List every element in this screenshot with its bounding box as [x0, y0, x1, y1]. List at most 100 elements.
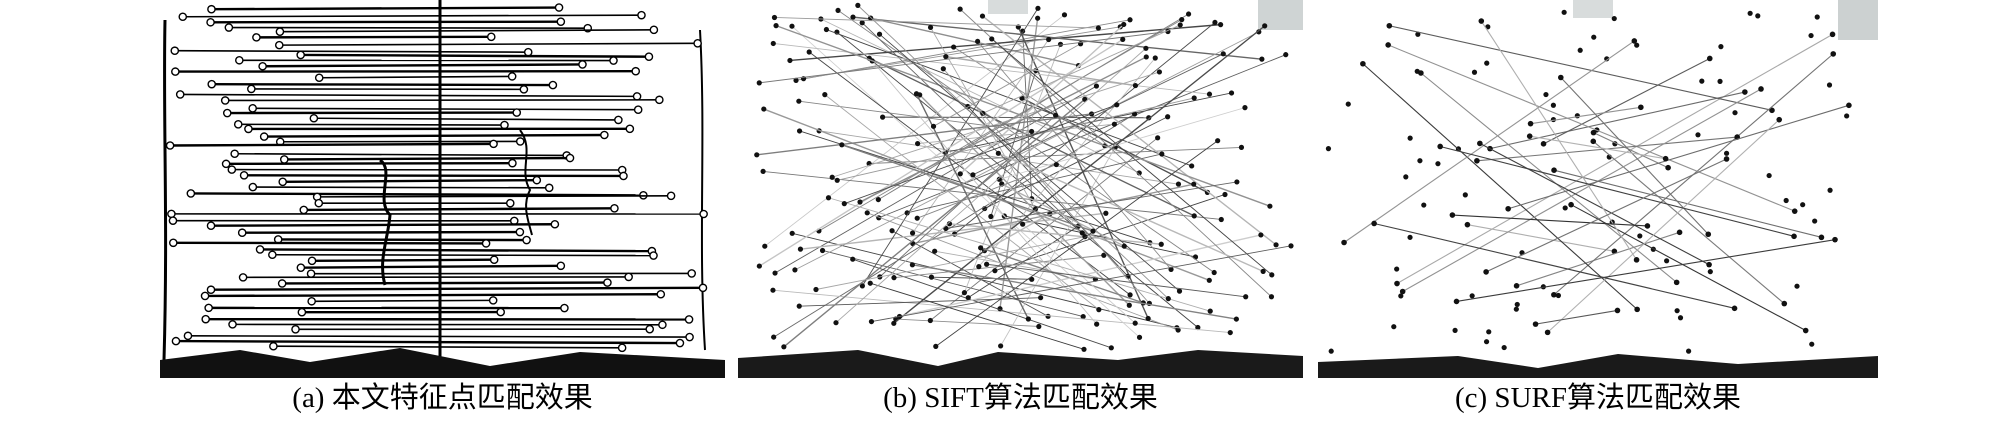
keypoint: [868, 318, 875, 325]
keypoint: [992, 268, 998, 274]
keypoint: [1551, 291, 1557, 298]
keypoint: [1686, 348, 1692, 354]
keypoint: [519, 85, 529, 94]
keypoint: [1591, 34, 1597, 40]
match-line: [917, 123, 1115, 145]
keypoint: [1020, 221, 1026, 227]
keypoint: [1218, 216, 1224, 223]
keypoint: [314, 198, 324, 208]
keypoint: [204, 303, 213, 313]
match-line: [999, 107, 1246, 180]
keypoint: [1846, 102, 1852, 109]
keypoint: [1505, 205, 1511, 212]
keypoint: [1676, 229, 1683, 236]
keypoint: [1093, 83, 1100, 89]
keypoint: [1053, 161, 1059, 168]
keypoint: [833, 320, 839, 326]
keypoint: [1386, 22, 1393, 29]
keypoint: [532, 175, 542, 185]
keypoint: [995, 150, 1001, 156]
contour-left: [378, 158, 392, 286]
match-line: [273, 345, 623, 349]
keypoint: [1179, 17, 1185, 23]
bottom-dark-region: [160, 348, 725, 378]
keypoint: [1341, 239, 1347, 246]
match-line: [933, 43, 1081, 127]
keypoint: [237, 228, 247, 238]
keypoint: [1243, 294, 1249, 300]
keypoint: [1513, 306, 1519, 312]
keypoint: [951, 44, 957, 50]
keypoint: [649, 25, 659, 35]
keypoint: [625, 124, 635, 134]
keypoint: [255, 245, 265, 254]
match-line: [783, 98, 1086, 348]
keypoint: [178, 12, 188, 22]
keypoint: [1562, 205, 1568, 211]
match-line: [319, 75, 513, 79]
keypoint: [1177, 22, 1183, 28]
keypoint: [1830, 51, 1837, 57]
right-edge-stroke: [699, 29, 706, 351]
match-line: [1592, 140, 1785, 305]
keypoint: [1644, 223, 1651, 229]
keypoint: [1256, 29, 1262, 35]
match-line: [759, 31, 1168, 84]
keypoint: [806, 49, 812, 55]
keypoint: [1665, 164, 1671, 171]
keypoint: [314, 73, 324, 83]
keypoint: [306, 269, 316, 278]
match-line: [1017, 26, 1149, 319]
keypoint: [1829, 31, 1836, 38]
match-line: [977, 41, 1172, 270]
keypoint: [489, 255, 499, 265]
keypoint: [1478, 18, 1485, 24]
match-line: [828, 197, 1211, 312]
keypoint: [761, 106, 767, 112]
keypoint: [1449, 212, 1456, 218]
match-line: [210, 286, 703, 291]
keypoint: [792, 267, 798, 273]
keypoint: [1532, 321, 1539, 327]
keypoint: [1437, 143, 1443, 150]
keypoint: [296, 263, 306, 272]
match-line: [1485, 158, 1727, 273]
keypoint: [1403, 174, 1409, 180]
keypoint: [1543, 91, 1549, 98]
keypoint: [248, 182, 258, 192]
keypoint: [1550, 102, 1556, 108]
keypoint: [637, 10, 646, 20]
match-line: [1570, 204, 1806, 332]
keypoint: [186, 189, 196, 198]
keypoint: [1706, 261, 1712, 268]
keypoint: [610, 204, 619, 213]
keypoint: [1360, 60, 1366, 67]
keypoint: [1206, 277, 1212, 283]
keypoint: [1827, 187, 1833, 193]
match-line: [1001, 183, 1125, 247]
keypoint: [1061, 12, 1068, 18]
match-line: [1022, 223, 1136, 324]
match-line: [282, 281, 608, 285]
match-line: [954, 22, 1216, 235]
keypoint: [222, 108, 232, 118]
keypoint: [796, 303, 802, 309]
keypoint: [1131, 111, 1138, 117]
keypoint: [928, 274, 935, 280]
keypoint: [1283, 52, 1289, 58]
match-line: [772, 289, 1231, 334]
keypoint: [1474, 157, 1480, 164]
keypoint: [1035, 5, 1041, 11]
match-line: [1516, 231, 1680, 287]
match-line: [912, 183, 1194, 245]
keypoint: [1096, 307, 1102, 313]
keypoint: [1159, 151, 1165, 157]
keypoint: [1108, 345, 1114, 351]
match-line: [1000, 147, 1116, 347]
left-edge-stroke: [162, 19, 168, 361]
keypoint: [975, 38, 981, 45]
keypoint: [1019, 95, 1025, 101]
keypoint: [481, 239, 491, 248]
keypoint: [1407, 234, 1413, 240]
keypoint: [760, 168, 766, 175]
